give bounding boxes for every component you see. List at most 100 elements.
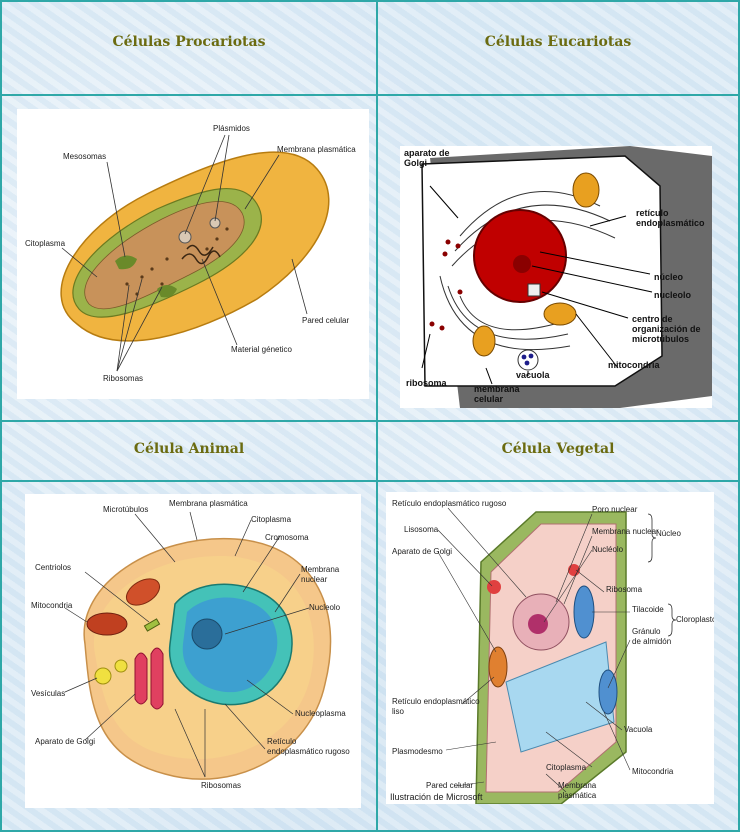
vesicle-shape-1 [94, 667, 112, 685]
label-membrane: Membrana plasmática [277, 145, 356, 154]
label-chloroplast: Cloroplasto [676, 615, 714, 624]
plasmid-shape-1 [178, 230, 192, 244]
eukaryote-diagram: aparato de Golgi retículo endoplasmático… [400, 146, 712, 408]
label-ribosomes: Ribosomas [201, 781, 241, 790]
label-cell-wall: Pared celular [302, 316, 349, 325]
genetic-material-shape [181, 244, 221, 265]
label-plasmodesm: Plasmodesmo [392, 747, 443, 756]
label-lysosome: Lisosoma [404, 525, 439, 534]
header-cell-plant: Célula Vegetal [376, 420, 740, 482]
header-cell-animal: Célula Animal [0, 420, 378, 482]
label-nucleolus: nucleolo [654, 290, 692, 300]
label-mesosomes: Mesosomas [63, 152, 106, 161]
plasmid-shape-2 [209, 217, 221, 229]
label-rer: Retículo endoplasmático rugoso [392, 499, 507, 508]
label-membrane-2: celular [474, 394, 504, 404]
chloroplast-shape-2 [598, 669, 618, 715]
title-animal: Célula Animal [133, 441, 245, 457]
label-golgi-1: aparato de [404, 148, 450, 158]
label-starch-1: Gránulo [632, 627, 661, 636]
label-vacuole: Vacuola [624, 725, 653, 734]
cytoplasm-shape [84, 201, 245, 310]
label-ribosome: Ribosoma [606, 585, 643, 594]
label-centro-3: microtúbulos [632, 334, 689, 344]
header-cell-prokaryote: Células Procariotas [0, 0, 378, 96]
label-membrane-2: plasmática [558, 791, 597, 800]
label-rer-1: Retículo [267, 737, 297, 746]
label-wall: Pared celular [426, 781, 473, 790]
label-ribosome: ribosoma [406, 378, 448, 388]
label-vacuole: vacuola [516, 370, 551, 380]
label-starch-2: de almidón [632, 637, 671, 646]
label-er-1: retículo [636, 208, 669, 218]
animal-leader-lines [64, 511, 310, 778]
label-centrioles: Centriolos [35, 563, 71, 572]
label-cytoplasm: Citoplasma [546, 763, 587, 772]
label-golgi: Aparato de Golgi [392, 547, 452, 556]
label-mito: mitocondria [608, 360, 660, 370]
vacuole-shape [505, 641, 615, 753]
label-er-2: endoplasmático [636, 218, 705, 228]
golgi-shape [134, 647, 164, 710]
label-golgi-2: Golgi [404, 158, 427, 168]
eukaryote-leader-lines [421, 185, 653, 385]
chloroplast-shape-1 [573, 585, 595, 639]
title-prokaryote: Células Procariotas [112, 34, 266, 50]
label-centro-1: centro de [632, 314, 673, 324]
label-mito: Mitocondria [31, 601, 73, 610]
mesosome-shape-2 [157, 285, 177, 298]
label-membrane-1: membrana [474, 384, 521, 394]
golgi-shape [488, 646, 508, 688]
mito-shape-2 [86, 612, 128, 636]
label-membrane-1: Membrana [558, 781, 597, 790]
ribosome-dots [125, 227, 229, 296]
mesosome-shape-1 [115, 255, 137, 270]
label-nucleus: núcleo [654, 272, 684, 282]
label-ser-1: Retículo endoplasmático [392, 697, 480, 706]
plant-diagram: Retículo endoplasmático rugoso Poro nucl… [386, 492, 717, 805]
plant-leader-lines [437, 507, 631, 793]
label-credit: Ilustración de Microsoft [390, 792, 483, 802]
label-golgi: Aparato de Golgi [35, 737, 95, 746]
label-genetic-material: Material génetico [231, 345, 292, 354]
label-nucleolus: Nucléolo [592, 545, 624, 554]
label-centro-2: organización de [632, 324, 701, 334]
label-cytoplasm: Citoplasma [251, 515, 292, 524]
mito-shape-1 [125, 578, 161, 606]
label-nucleoplasm: Nucleoplasma [295, 709, 346, 718]
vacuole-dots [521, 353, 534, 366]
centrosome-shape [527, 283, 541, 297]
vesicle-shape-2 [114, 659, 128, 673]
nucleolus-shape [513, 255, 531, 273]
label-vesicles: Vesículas [31, 689, 65, 698]
mito-shape-3 [472, 325, 496, 357]
label-nuc-membrane-2: nuclear [301, 575, 328, 584]
label-nucleus: Núcleo [656, 529, 681, 538]
label-membrane: Membrana plasmática [169, 499, 248, 508]
label-microtubules: Microtúbulos [103, 505, 148, 514]
mito-shape-1 [572, 172, 600, 208]
label-ribosomes: Ribosomas [103, 374, 143, 383]
label-rer-2: endoplasmático rugoso [267, 747, 350, 756]
centriole-shape [143, 618, 161, 632]
label-nuc-membrane-1: Membrana [301, 565, 340, 574]
label-chromosome: Cromosoma [265, 533, 309, 542]
header-cell-eukaryote: Células Eucariotas [376, 0, 740, 96]
animal-diagram: Microtúbulos Membrana plasmática Citopla… [25, 494, 361, 808]
nucleolus-shape [528, 614, 548, 634]
title-eukaryote: Células Eucariotas [484, 34, 632, 50]
label-plasmids: Plásmidos [213, 124, 250, 133]
label-nucleolus: Nucleolo [309, 603, 341, 612]
label-mito: Mitocondria [632, 767, 674, 776]
title-plant: Célula Vegetal [501, 441, 615, 457]
label-thylakoid: Tilacoide [632, 605, 664, 614]
label-nuc-membrane: Membrana nuclear [592, 527, 659, 536]
label-cytoplasm: Citoplasma [25, 239, 66, 248]
lysosome-shape [487, 580, 501, 594]
mito-shape-2 [543, 302, 577, 326]
leader-lines [61, 134, 308, 372]
nucleolus-shape [191, 618, 223, 650]
eukaryote-ribosomes [429, 239, 463, 331]
label-ser-2: liso [392, 707, 405, 716]
